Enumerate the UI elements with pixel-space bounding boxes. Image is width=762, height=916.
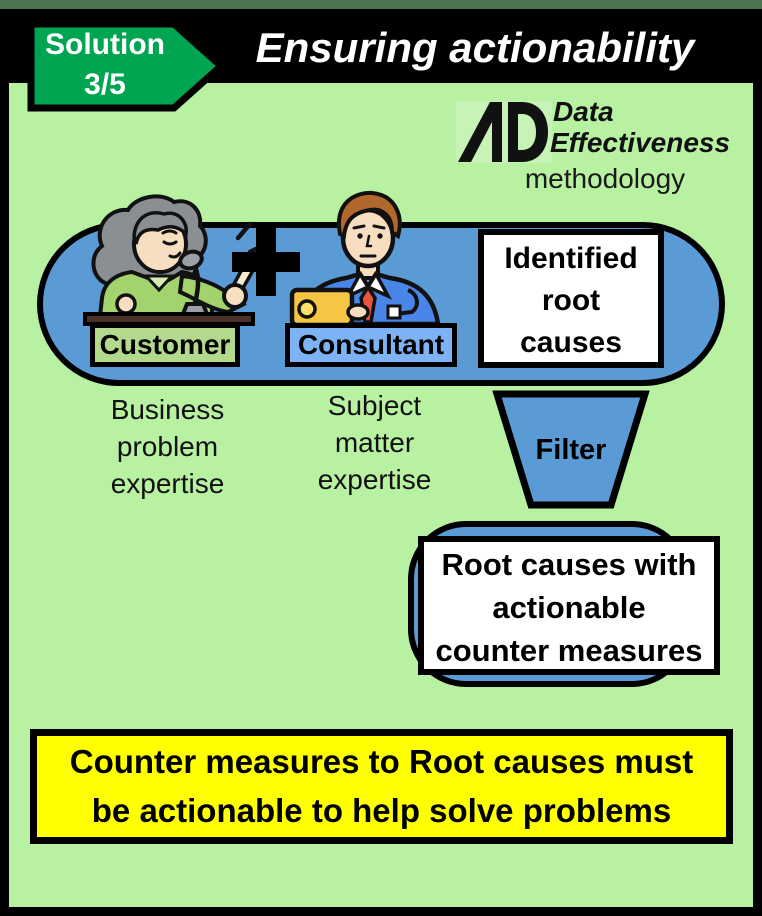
page-title: Ensuring actionability [255,24,695,71]
consultant-label: Consultant [285,323,457,367]
consultant-note-line2: matter [334,427,415,458]
solution-badge-line2: 3/5 [84,68,126,101]
callout-box: Counter measures to Root causes must be … [30,729,733,844]
logo-word-effectiveness: Effectiveness [550,127,731,158]
filter-label: Filter [535,434,607,466]
ad-logo-icon [458,102,548,162]
customer-note-line1: Business [110,394,225,425]
solution-badge: Solution 3/5 [31,25,179,105]
identified-line2: root [541,284,601,317]
result-line1: Root causes with [441,547,697,582]
logo-word-data: Data [553,96,614,127]
identified-line1: Identified [504,242,638,275]
identified-root-causes-box: Identified root causes [478,229,664,368]
callout-line1: Counter measures to Root causes must [69,743,694,780]
laptop-icon [289,287,355,325]
plus-icon [232,228,300,296]
filter-funnel-shape [492,390,650,509]
consultant-note-line3: expertise [317,464,432,495]
microphone-icon [178,249,210,316]
customer-illustration [83,194,267,326]
customer-note-line2: problem [116,431,219,462]
callout-line2: be actionable to help solve problems [91,792,672,829]
customer-note-line3: expertise [110,468,225,499]
logo-word-methodology: methodology [524,163,686,194]
identified-line3: causes [520,326,622,359]
result-box: Root causes with actionable counter meas… [418,536,720,675]
slide-top-edge [0,0,762,9]
consultant-note-line1: Subject [327,390,422,421]
solution-badge-line1: Solution [45,28,165,61]
result-line3: counter measures [435,633,703,668]
consultant-illustration [289,190,441,325]
result-line2: actionable [492,590,646,625]
solution-arrow-shape [27,20,227,112]
customer-label: Customer [90,323,240,367]
customer-expertise-note: Business problem expertise [75,391,260,502]
consultant-expertise-note: Subject matter expertise [282,387,467,498]
